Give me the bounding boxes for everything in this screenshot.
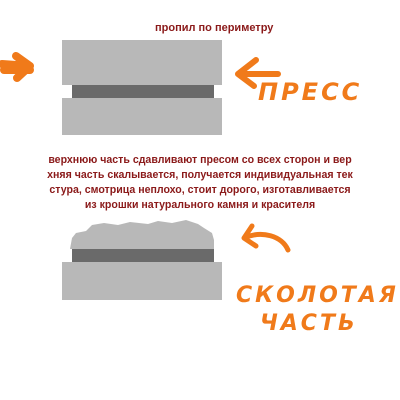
description-line: стура, смотрица неплохо, стоит дорого, и… xyxy=(49,184,351,196)
description-line: верхнюю часть сдавливают пресом со всех … xyxy=(48,154,352,166)
description-line: из крошки натурального камня и красителя xyxy=(84,199,316,211)
press-label: ПРЕСС xyxy=(258,78,363,106)
bottom-slab xyxy=(62,262,222,300)
left-press-arrow-icon xyxy=(0,52,34,82)
right-press-arrow-icon xyxy=(235,57,281,89)
chipped-top-surface xyxy=(70,220,214,249)
description-line: хняя часть скалывается, получается индив… xyxy=(47,169,353,181)
top-slab-upper xyxy=(62,40,222,85)
chipped-part-label-line-1: СКОЛОТАЯ xyxy=(236,283,399,308)
saw-cut-groove xyxy=(72,85,214,98)
remaining-cut-layer xyxy=(72,249,214,262)
chipped-part-label-line-2: ЧАСТЬ xyxy=(260,311,358,336)
process-description: верхнюю часть сдавливают пресом со всех … xyxy=(20,153,380,213)
top-slab-lower xyxy=(62,98,222,135)
saw-cut-caption: пропил по периметру xyxy=(155,22,274,34)
chipped-part-arrow-icon xyxy=(241,223,291,253)
